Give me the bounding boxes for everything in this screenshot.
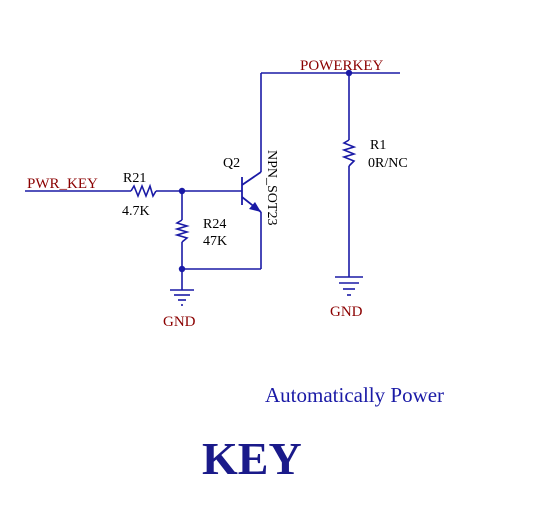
r24-value: 47K — [203, 234, 227, 249]
gnd-left-label: GND — [163, 314, 196, 330]
resistor-r24-symbol — [174, 219, 190, 243]
ground-left-icon — [170, 289, 194, 306]
r21-value: 4.7K — [122, 204, 150, 219]
caption-line1: Automatically Power — [265, 383, 444, 407]
transistor-q2-symbol — [241, 171, 262, 213]
r24-ref: R24 — [203, 217, 226, 232]
wires — [25, 72, 400, 290]
caption-line2: KEY — [202, 433, 302, 484]
junction-base — [178, 187, 186, 195]
q2-ref: Q2 — [223, 156, 240, 171]
r1-value: 0R/NC — [368, 156, 408, 171]
gnd-right-label: GND — [330, 304, 363, 320]
net-label-powerkey: POWERKEY — [300, 58, 383, 74]
emitter-arrow-icon — [249, 202, 261, 212]
junction-powerkey — [345, 69, 353, 77]
resistor-r21-symbol — [130, 183, 157, 199]
r21-ref: R21 — [123, 171, 146, 186]
net-label-pwr-key: PWR_KEY — [27, 176, 98, 192]
ground-right-icon — [335, 276, 363, 296]
junction-emitter — [178, 265, 186, 273]
r1-ref: R1 — [370, 138, 386, 153]
resistor-r1-symbol — [341, 139, 357, 167]
q2-part: NPN_SOT23 — [264, 150, 279, 225]
junctions — [178, 69, 353, 273]
